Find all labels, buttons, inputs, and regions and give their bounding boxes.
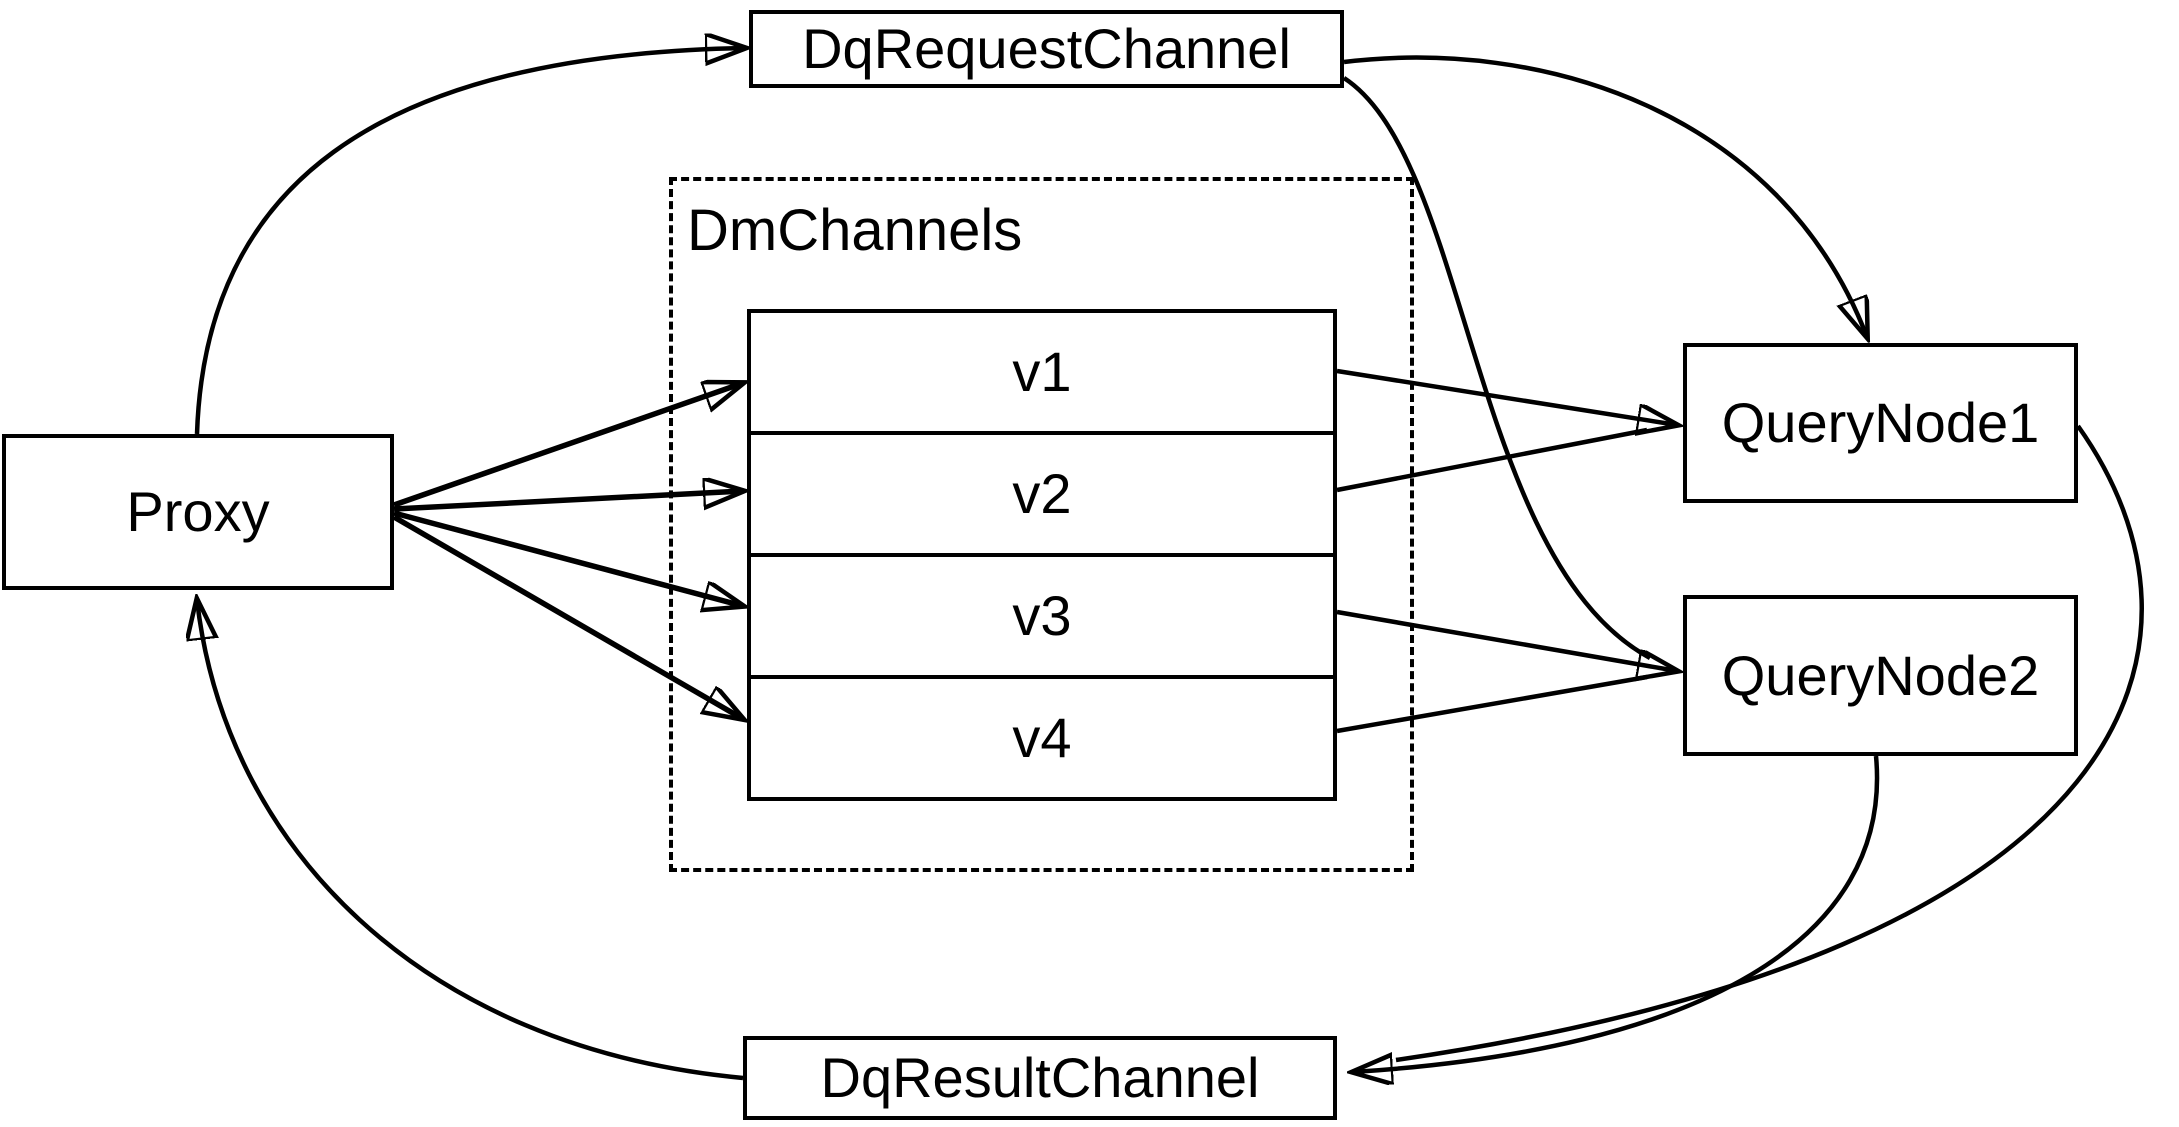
- edge-proxy-to-v2: [393, 491, 743, 512]
- node-query-node-1: QueryNode1: [1683, 343, 2078, 503]
- edge-dq-result-channel-to-proxy: [197, 600, 744, 1081]
- node-dq-request-channel: DqRequestChannel: [749, 10, 1344, 88]
- edge-v4-to-query-node-2: [1336, 674, 1648, 734]
- channel-v3-label: v3: [1012, 584, 1072, 647]
- edge-v3-to-query-node-2: [1336, 609, 1677, 671]
- node-query-node-2-label: QueryNode2: [1721, 643, 2040, 707]
- node-dq-request-channel-label: DqRequestChannel: [802, 17, 1291, 80]
- channel-v1-label: v1: [1012, 340, 1072, 403]
- edge-proxy-to-v3: [393, 510, 743, 606]
- channel-v2-label: v2: [1012, 462, 1072, 525]
- edge-proxy-to-v4: [392, 514, 743, 719]
- channel-v2: v2: [751, 435, 1333, 557]
- node-query-node-2: QueryNode2: [1683, 595, 2078, 756]
- channel-stack: v1 v2 v3 v4: [747, 309, 1337, 801]
- group-dm-channels: [669, 177, 1414, 872]
- edge-v2-to-query-node-1: [1336, 427, 1648, 493]
- channel-v4: v4: [751, 679, 1333, 797]
- group-dm-channels-label: DmChannels: [687, 198, 1023, 263]
- edge-query-node-1-to-dq-result-channel: [1395, 424, 2144, 1063]
- edge-proxy-to-dq-request-channel: [194, 48, 745, 435]
- node-proxy-label: Proxy: [126, 480, 270, 543]
- edge-dq-request-channel-to-query-node-1: [1343, 55, 1867, 337]
- channel-v3: v3: [751, 557, 1333, 679]
- edge-dq-request-channel-to-query-node-2: [1342, 76, 1652, 660]
- node-proxy: Proxy: [2, 434, 394, 590]
- node-dq-result-channel: DqResultChannel: [743, 1036, 1337, 1120]
- node-query-node-1-label: QueryNode1: [1721, 391, 2040, 454]
- node-dq-result-channel-label: DqResultChannel: [820, 1046, 1260, 1109]
- channel-v4-label: v4: [1012, 706, 1072, 769]
- channel-v1: v1: [751, 313, 1333, 435]
- edge-proxy-to-v1: [393, 383, 743, 508]
- edge-query-node-2-to-dq-result-channel: [1353, 755, 1880, 1072]
- edge-v1-to-query-node-1: [1336, 368, 1677, 425]
